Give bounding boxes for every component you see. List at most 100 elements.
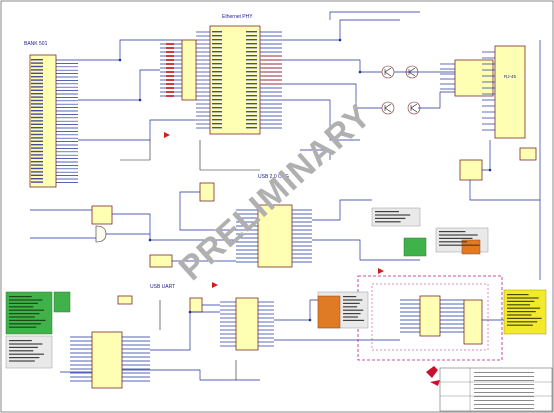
ethernet-phy-component: Ethernet PHY (196, 14, 282, 135)
phy-pin-label-mark (212, 103, 222, 105)
net-wire (78, 119, 196, 141)
bank-pin-label-mark (31, 161, 43, 163)
note-text-line (507, 324, 533, 326)
title-block (426, 366, 553, 412)
transistor-symbol-icon (381, 65, 395, 79)
note-text-line (343, 319, 365, 321)
phy-pin-label-mark (212, 51, 222, 53)
bank-pin-label-mark (31, 76, 43, 78)
note-text-line (439, 241, 468, 243)
phy-pin-label-mark (246, 103, 257, 105)
note-text-line (343, 316, 358, 318)
rj45-magnetics (454, 59, 494, 97)
rj45-title: RJ-45 (504, 74, 517, 79)
junction-dot (188, 310, 192, 314)
phy-pin-label-mark (212, 59, 222, 61)
bank-pin-label-mark (31, 157, 43, 159)
transistors (381, 65, 421, 115)
transistor-emitter (384, 107, 392, 113)
note-text-line (375, 221, 401, 223)
diode-icon (164, 132, 170, 138)
net-wire (78, 39, 182, 61)
phy-pin-label-mark (212, 55, 222, 57)
phy-left-resistors (160, 43, 182, 97)
rj45-body (494, 45, 526, 139)
bank-pin-label-mark (31, 137, 43, 139)
bank-pin-label-mark (31, 65, 43, 68)
note-text-line (9, 360, 35, 362)
phy-pin-label-mark (212, 91, 222, 93)
net-wire (282, 19, 400, 41)
phy-pin-label-mark (212, 83, 222, 85)
phy-pin-label-mark (212, 67, 222, 69)
usb-otg-body (257, 204, 293, 268)
phy-pin-label-mark (212, 95, 222, 97)
note-text-line (375, 214, 411, 216)
title-block-line (474, 380, 534, 381)
bank-pin-label-mark (31, 89, 43, 91)
note-text-line (439, 244, 480, 246)
note-text-line (9, 353, 44, 355)
bottom-center-ic (235, 297, 259, 351)
bank-pin-label-mark (31, 144, 43, 146)
note-text-line (9, 357, 40, 359)
resistor-icon (166, 95, 174, 97)
transistor-emitter (410, 107, 418, 113)
bank-pin-label-mark (31, 113, 43, 115)
bank-pin-label-mark (31, 178, 43, 180)
phy-pin-label-mark (212, 71, 222, 73)
bottom-center-ic-pins (220, 301, 274, 347)
rj45-pins (440, 51, 495, 131)
phy-pin-label-mark (246, 127, 257, 129)
usb-host-connector (463, 299, 483, 345)
phy-pin-label-mark (212, 107, 222, 109)
transistor-emitter (384, 71, 392, 77)
net-wire (329, 11, 420, 20)
junction-dot (148, 238, 152, 242)
title-block-line (474, 404, 534, 405)
usb-uart-title: USB UART (150, 284, 175, 290)
net-wire (78, 69, 160, 101)
ethernet-phy-title: Ethernet PHY (222, 14, 253, 20)
bank-pin-label-mark (31, 127, 43, 129)
note-text-line (9, 306, 34, 308)
phy-pin-label-mark (212, 43, 222, 45)
phy-pin-label-mark (246, 55, 257, 57)
note-text-line (9, 302, 38, 304)
net-wire (482, 140, 491, 171)
usb-uart-pins (70, 336, 150, 382)
local-wire (120, 140, 151, 161)
resistor-icon (166, 55, 174, 57)
note-text-line (507, 311, 536, 313)
small-ic-4 (189, 297, 203, 313)
usb-uart-component: USB UART (70, 284, 175, 389)
junction-dot (308, 318, 312, 322)
phy-pin-label-mark (246, 111, 257, 113)
net-wire (282, 83, 382, 109)
phy-pin-label-mark (212, 87, 222, 89)
note-text-line (507, 294, 529, 296)
phy-pin-label-mark (246, 119, 257, 121)
bank-pin-label-mark (31, 110, 43, 112)
note-text-line (439, 237, 473, 239)
phy-pin-label-mark (246, 71, 257, 73)
phy-pin-label-mark (246, 83, 257, 85)
junction-dot (338, 38, 342, 42)
title-block-line (474, 372, 534, 373)
resistor-icon (166, 91, 174, 93)
title-block-line (474, 388, 534, 389)
local-wire (199, 140, 260, 171)
note-text-line (375, 217, 406, 219)
phy-pin-label-mark (246, 35, 257, 37)
bank-pin-label-mark (31, 123, 43, 125)
resistor-icon (166, 75, 174, 77)
phy-resistor-array (181, 39, 197, 101)
phy-pin-label-mark (246, 67, 257, 69)
resistor-icon (166, 79, 174, 81)
phy-pin-label-mark (212, 119, 222, 121)
wires (30, 11, 541, 381)
small-ic-6 (519, 147, 537, 161)
note-text-line (343, 313, 361, 315)
note-text-line (9, 340, 32, 342)
bank-pin-label-mark (31, 96, 43, 98)
